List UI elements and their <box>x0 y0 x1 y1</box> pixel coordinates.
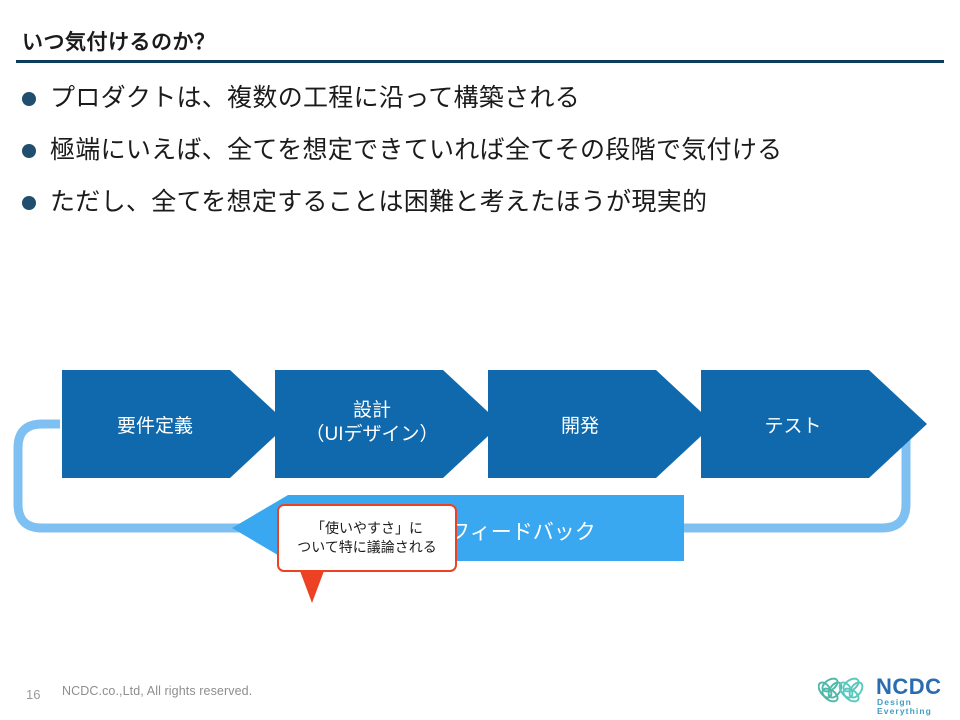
bullet-text: 極端にいえば、全てを想定できていれば全てその段階で気付ける <box>50 136 783 164</box>
stage-chevron-2 <box>275 370 501 478</box>
bullet-text: ただし、全てを想定することは困難と考えたほうが現実的 <box>50 188 708 216</box>
bullet-text: プロダクトは、複数の工程に沿って構築される <box>50 84 581 112</box>
bullet-item: 極端にいえば、全てを想定できていれば全てその段階で気付ける <box>22 138 782 163</box>
ncdc-logo-mark-icon <box>817 677 864 703</box>
bullet-dot-icon <box>22 195 36 210</box>
bullet-dot-icon <box>22 91 36 106</box>
bullet-item: ただし、全てを想定することは困難と考えたほうが現実的 <box>22 190 707 215</box>
copyright-text: NCDC.co.,Ltd, All rights reserved. <box>62 684 253 698</box>
bullet-item: プロダクトは、複数の工程に沿って構築される <box>22 86 580 111</box>
process-flow-diagram: 要件定義 設計 （UIデザイン） 開発 テスト リリース後のフィードバック 「使… <box>0 246 960 603</box>
stage-chevron-4 <box>701 370 927 478</box>
ncdc-logo: NCDC Design Everything <box>817 674 948 716</box>
stage-chevron-3 <box>488 370 714 478</box>
feedback-loop-line <box>13 419 911 533</box>
page-number: 16 <box>26 687 41 702</box>
stage-chevron-1 <box>62 370 288 478</box>
bullet-dot-icon <box>22 143 36 158</box>
callout-box: 「使いやすさ」に ついて特に議論される <box>277 504 457 572</box>
ncdc-tagline: Design Everything <box>877 697 932 716</box>
callout-pointer-icon <box>300 571 324 603</box>
page-title: いつ気付けるのか？ <box>22 31 216 54</box>
title-divider <box>16 60 944 63</box>
callout-line-1: 「使いやすさ」に <box>311 520 423 537</box>
ncdc-wordmark: NCDC <box>876 674 942 699</box>
callout-line-2: ついて特に議論される <box>297 539 437 555</box>
